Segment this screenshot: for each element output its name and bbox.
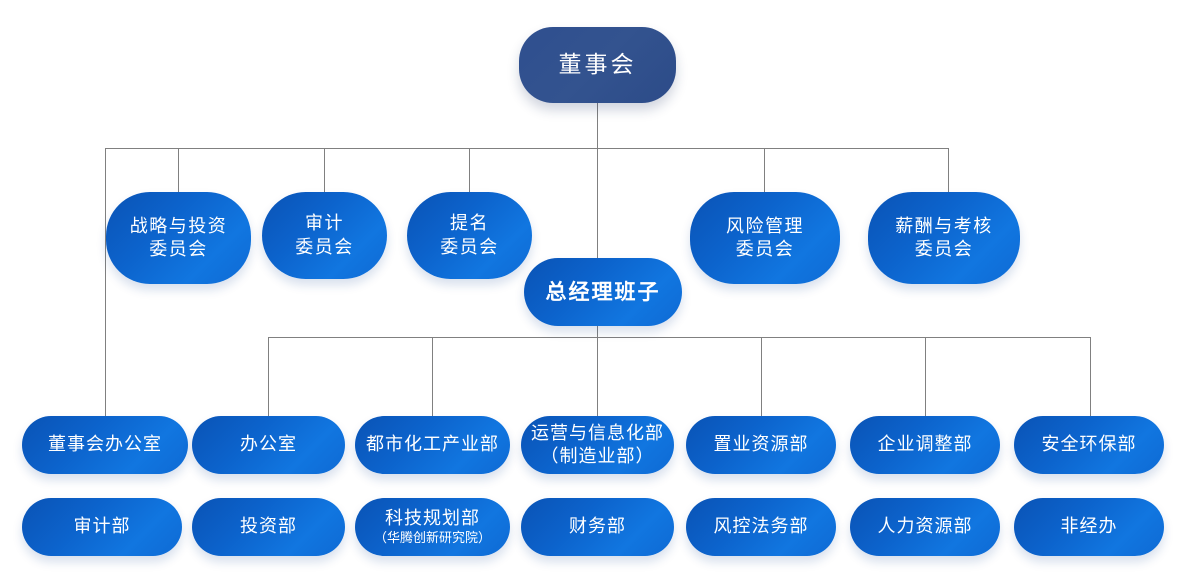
node-committee-risk-management[interactable]: 风险管理 委员会 [690, 192, 840, 284]
node-label-line1: 董事会办公室 [48, 434, 162, 455]
node-label-line1: 提名 [450, 213, 489, 234]
node-dept-safety-environment[interactable]: 安全环保部 [1014, 416, 1164, 474]
node-dept-audit[interactable]: 审计部 [22, 498, 182, 556]
connector-drop-dept-6 [925, 337, 926, 416]
node-label-line2: 委员会 [440, 236, 499, 257]
connector-drop-dept-7 [1090, 337, 1091, 416]
connector-drop-gm [597, 148, 598, 258]
node-dept-enterprise-restructuring[interactable]: 企业调整部 [850, 416, 1000, 474]
node-label-line2: 委员会 [295, 236, 354, 257]
node-label-line2: 委员会 [914, 239, 974, 259]
connector-department-bus [268, 337, 1090, 338]
node-label-line1: 非经办 [1060, 516, 1118, 537]
node-label-line2: （制造业部） [540, 446, 655, 466]
connector-drop-dept-5 [761, 337, 762, 416]
node-dept-finance[interactable]: 财务部 [521, 498, 674, 556]
node-dept-human-resources[interactable]: 人力资源部 [850, 498, 1000, 556]
connector-drop-committee-4 [764, 148, 765, 192]
node-label-line1: 置业资源部 [713, 434, 809, 455]
node-label-line1: 风控法务部 [713, 516, 809, 537]
node-board[interactable]: 董事会 [519, 27, 676, 103]
node-label-line1: 运营与信息化部 [531, 422, 664, 443]
node-label-line1: 投资部 [240, 516, 297, 537]
node-dept-technology-planning[interactable]: 科技规划部 （华腾创新研究院） [355, 498, 510, 556]
node-general-manager-team[interactable]: 总经理班子 [524, 258, 682, 326]
connector-board-stem [597, 102, 598, 148]
node-label-line1: 财务部 [569, 516, 626, 537]
node-label-line1: 战略与投资 [129, 215, 228, 236]
node-label-line1: 安全环保部 [1041, 434, 1137, 455]
node-dept-urban-chemical-industry[interactable]: 都市化工产业部 [355, 416, 510, 474]
node-committee-strategy-investment[interactable]: 战略与投资 委员会 [106, 192, 251, 284]
connector-drop-committee-3 [469, 148, 470, 192]
connector-drop-dept-4 [597, 326, 598, 416]
connector-committee-bus [105, 148, 949, 149]
connector-drop-board-office [105, 148, 106, 416]
node-dept-non-operating[interactable]: 非经办 [1014, 498, 1164, 556]
node-committee-audit[interactable]: 审计 委员会 [262, 192, 387, 279]
node-label-line1: 薪酬与考核 [895, 215, 993, 236]
node-committee-compensation-assessment[interactable]: 薪酬与考核 委员会 [868, 192, 1020, 284]
node-label-line1: 审计部 [73, 516, 131, 537]
connector-drop-committee-1 [178, 148, 179, 192]
connector-drop-dept-3 [432, 337, 433, 416]
node-label-line2: 委员会 [735, 239, 795, 259]
node-label-line1: 科技规划部 [385, 508, 480, 529]
node-dept-risk-control-legal[interactable]: 风控法务部 [686, 498, 836, 556]
node-board-label: 董事会 [558, 52, 637, 78]
node-label-line1: 办公室 [240, 434, 297, 455]
node-dept-office[interactable]: 办公室 [192, 416, 345, 474]
node-label-line1: 都市化工产业部 [366, 434, 499, 455]
node-label-line1: 人力资源部 [877, 516, 973, 537]
node-dept-property-resources[interactable]: 置业资源部 [686, 416, 836, 474]
node-committee-nomination[interactable]: 提名 委员会 [407, 192, 532, 279]
connector-drop-dept-2 [268, 337, 269, 416]
node-label-line2: 委员会 [149, 239, 208, 259]
connector-drop-committee-2 [324, 148, 325, 192]
connector-drop-committee-5 [948, 148, 949, 192]
node-gm-label: 总经理班子 [545, 279, 661, 304]
node-dept-investment[interactable]: 投资部 [192, 498, 345, 556]
node-dept-operations-informatization[interactable]: 运营与信息化部 （制造业部） [521, 416, 674, 474]
node-label-line1: 审计 [305, 213, 344, 234]
node-dept-board-office[interactable]: 董事会办公室 [22, 416, 188, 474]
node-label-line2: （华腾创新研究院） [373, 530, 491, 546]
node-label-line1: 风险管理 [726, 215, 804, 236]
node-label-line1: 企业调整部 [877, 434, 973, 455]
